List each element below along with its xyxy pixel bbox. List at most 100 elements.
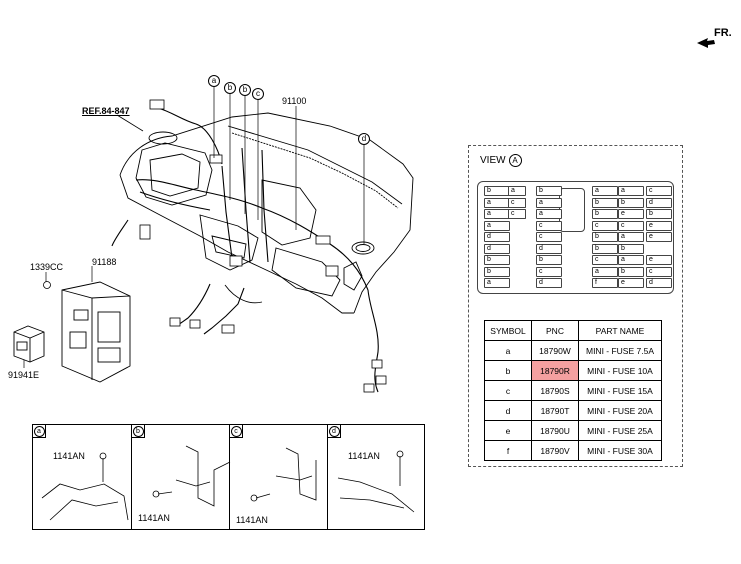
fuse-slot: b bbox=[592, 209, 618, 219]
fuse-slot: d bbox=[646, 197, 672, 208]
detail-panel-b: b 1141AN bbox=[132, 425, 230, 529]
fuse-slot: c bbox=[536, 266, 562, 277]
parts-cell-name: MINI - FUSE 7.5A bbox=[578, 340, 662, 361]
fuse-slot: b bbox=[536, 186, 562, 196]
view-title-text: VIEW bbox=[480, 155, 506, 167]
fuse-slot: c bbox=[646, 266, 672, 277]
fuse-slot: a bbox=[618, 232, 644, 242]
fuse-slot: d bbox=[536, 278, 562, 288]
ref-label: REF.84-847 bbox=[82, 106, 130, 116]
fuse-slot: d bbox=[484, 243, 510, 254]
fuse-slot: a bbox=[618, 186, 644, 196]
detail-tag-c: c bbox=[230, 426, 242, 437]
part-label-91188: 91188 bbox=[92, 257, 117, 267]
header-part-name: PART NAME bbox=[578, 320, 662, 341]
header-symbol: SYMBOL bbox=[484, 320, 532, 341]
fuse-slot: b bbox=[536, 255, 562, 265]
fuse-slot: d bbox=[536, 243, 562, 254]
parts-cell-pnc: 18790V bbox=[531, 440, 579, 461]
parts-cell-symbol: d bbox=[484, 400, 532, 421]
fuse-slot: a bbox=[508, 186, 526, 196]
parts-cell-symbol: a bbox=[484, 340, 532, 361]
fuse-slot: c bbox=[618, 220, 644, 231]
fuse-box-center-slot bbox=[559, 188, 585, 232]
fuse-slot: e bbox=[618, 209, 644, 219]
fuse-slot: a bbox=[484, 278, 510, 288]
detail-tag-b: b bbox=[132, 426, 144, 437]
detail-panels: a 1141AN b 1141AN c 1141AN d 1141AN bbox=[32, 424, 425, 530]
part-label-91100: 91100 bbox=[282, 96, 307, 106]
fuse-slot: a bbox=[592, 266, 618, 277]
fuse-slot: a bbox=[536, 197, 562, 208]
fuse-slot: b bbox=[484, 266, 510, 277]
parts-cell-pnc: 18790S bbox=[531, 380, 579, 401]
parts-cell-pnc: 18790W bbox=[531, 340, 579, 361]
fuse-slot: c bbox=[536, 232, 562, 242]
wiring-harness bbox=[111, 107, 379, 393]
fuse-slot: b bbox=[646, 209, 672, 219]
fuse-slot: c bbox=[646, 186, 672, 196]
bolt-icon bbox=[43, 281, 51, 289]
fuse-slot: b bbox=[592, 197, 618, 208]
parts-cell-symbol: f bbox=[484, 440, 532, 461]
fuse-slot: b bbox=[618, 243, 644, 254]
callout-leaders bbox=[23, 87, 365, 368]
fuse-slot: d bbox=[646, 278, 672, 288]
fuse-slot: c bbox=[536, 220, 562, 231]
callout-c: c bbox=[252, 88, 264, 100]
parts-cell-symbol: c bbox=[484, 380, 532, 401]
dashboard-outline bbox=[119, 112, 414, 314]
parts-cell-name: MINI - FUSE 25A bbox=[578, 420, 662, 441]
detail-tag-d: d bbox=[328, 426, 340, 437]
connector-blocks bbox=[139, 99, 387, 393]
header-pnc: PNC bbox=[531, 320, 579, 341]
fuse-slot: e bbox=[618, 278, 644, 288]
fuse-slot: b bbox=[592, 232, 618, 242]
callout-b-2: b bbox=[239, 84, 251, 96]
detail-panel-d: d 1141AN bbox=[328, 425, 424, 529]
fuse-slot: c bbox=[508, 197, 526, 208]
parts-cell-symbol: e bbox=[484, 420, 532, 441]
parts-cell-name: MINI - FUSE 10A bbox=[578, 360, 662, 381]
fuse-slot: c bbox=[592, 220, 618, 231]
callout-d: d bbox=[358, 133, 370, 145]
parts-cell-name: MINI - FUSE 15A bbox=[578, 380, 662, 401]
part-label-91941e: 91941E bbox=[8, 370, 40, 380]
detail-panel-a: a 1141AN bbox=[33, 425, 132, 529]
fuse-slot: a bbox=[536, 209, 562, 219]
parts-cell-symbol: b bbox=[484, 360, 532, 381]
detail-label-c: 1141AN bbox=[236, 515, 268, 525]
fuse-slot: d bbox=[484, 232, 510, 242]
fuse-slot: a bbox=[484, 220, 510, 231]
fuse-slot: b bbox=[618, 266, 644, 277]
parts-cell-pnc: 18790U bbox=[531, 420, 579, 441]
parts-cell-pnc: 18790T bbox=[531, 400, 579, 421]
fuse-slot: a bbox=[592, 186, 618, 196]
fuse-slot: b bbox=[618, 197, 644, 208]
fuse-slot: b bbox=[484, 186, 510, 196]
fuse-slot: a bbox=[484, 197, 510, 208]
parts-cell-pnc: 18790R bbox=[531, 360, 579, 381]
front-marker-label: FR. bbox=[714, 27, 732, 39]
fuse-slot: a bbox=[484, 209, 510, 219]
fuse-slot: e bbox=[646, 220, 672, 231]
view-marker: A bbox=[508, 154, 522, 167]
junction-block bbox=[61, 281, 131, 383]
detail-label-a: 1141AN bbox=[53, 451, 85, 461]
fuse-slot: f bbox=[592, 278, 618, 288]
fuse-slot: b bbox=[592, 243, 618, 254]
fuse-slot: c bbox=[508, 209, 526, 219]
parts-cell-name: MINI - FUSE 20A bbox=[578, 400, 662, 421]
module-91941e bbox=[13, 325, 45, 363]
fuse-box: babaacaaabbdacabebacccedcbaeddbbbbcaebca… bbox=[477, 181, 674, 294]
parts-cell-name: MINI - FUSE 30A bbox=[578, 440, 662, 461]
fuse-slot: e bbox=[646, 255, 672, 265]
